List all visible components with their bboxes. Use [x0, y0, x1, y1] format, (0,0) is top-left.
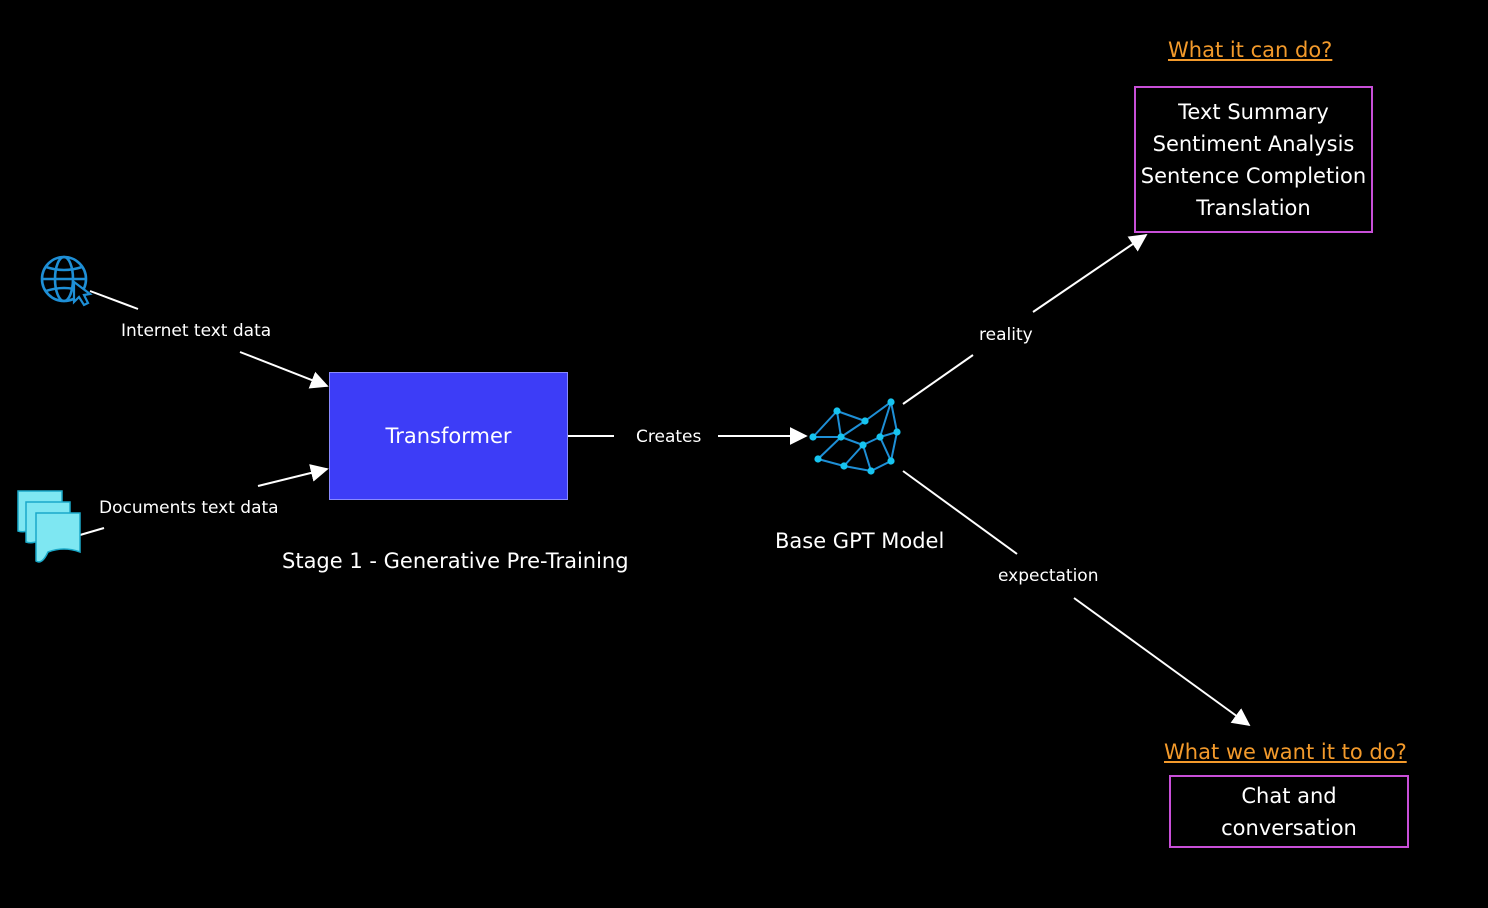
edge-internet-start [89, 290, 139, 310]
stage-caption: Stage 1 - Generative Pre-Training [282, 549, 629, 573]
base-gpt-model-label: Base GPT Model [775, 529, 945, 553]
internet-text-data-label: Internet text data [121, 321, 272, 341]
expectation-label: expectation [998, 566, 1099, 586]
want-do-box: Chat and conversation [1169, 775, 1409, 848]
reality-label: reality [979, 325, 1033, 345]
neural-network-icon [809, 398, 901, 475]
ability-item: Translation [1196, 195, 1311, 220]
documents-text-data-label: Documents text data [99, 498, 279, 518]
edge-documents-arrow [257, 464, 329, 487]
edge-reality-start [902, 354, 974, 405]
creates-label: Creates [636, 427, 702, 447]
can-do-heading: What it can do? [1168, 38, 1333, 62]
globe-cursor-icon [40, 255, 93, 307]
can-do-box: Text Summary Sentiment Analysis Sentence… [1134, 86, 1373, 233]
want-do-heading: What we want it to do? [1164, 740, 1407, 764]
ability-item: Sentiment Analysis [1152, 131, 1355, 156]
transformer-label: Transformer [385, 424, 512, 448]
edge-documents-start [79, 527, 105, 536]
want-do-item: Chat and conversation [1221, 783, 1357, 840]
edge-reality-arrow [1032, 233, 1148, 313]
edge-internet-arrow [239, 351, 329, 389]
ability-item: Sentence Completion [1140, 163, 1367, 188]
edge-expectation-start [902, 470, 1018, 555]
documents-icon [17, 490, 81, 563]
edge-expectation-arrow [1073, 597, 1251, 727]
transformer-node: Transformer [329, 372, 568, 500]
ability-item: Text Summary [1178, 99, 1329, 124]
